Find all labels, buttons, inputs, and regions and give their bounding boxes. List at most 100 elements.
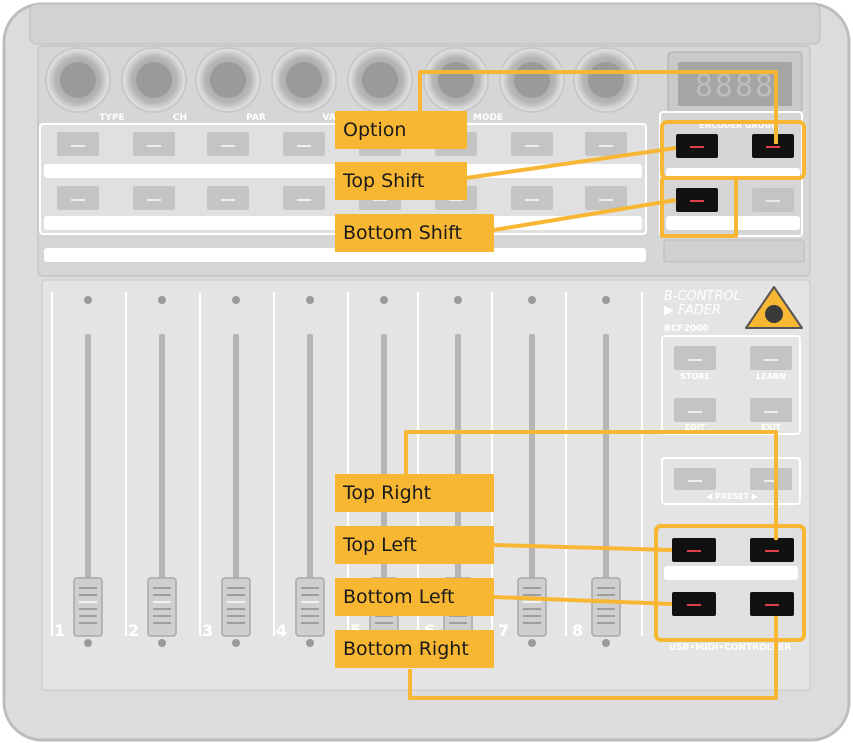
row2-button-1[interactable] <box>57 186 99 210</box>
fader-foot-4 <box>306 639 314 647</box>
led-display-digits: 8888 <box>695 69 775 104</box>
fader-cap-8[interactable] <box>591 577 621 637</box>
learn-led <box>764 359 778 361</box>
bottom-left-led <box>687 604 701 606</box>
preset-label: ◀ PRESET ▶ <box>706 492 759 501</box>
row1-led-2 <box>147 145 161 147</box>
mode-bar <box>663 239 805 263</box>
row2-button-3[interactable] <box>207 186 249 210</box>
preset-next-led <box>764 480 778 482</box>
highlight-lines <box>404 70 806 700</box>
row2-led-7 <box>525 199 539 201</box>
fader-foot-1 <box>84 639 92 647</box>
row1-button-4[interactable] <box>283 132 325 156</box>
row1-button-7[interactable] <box>511 132 553 156</box>
fader-track-8 <box>603 334 609 634</box>
fader-cap-1[interactable] <box>73 577 103 637</box>
foot-strip <box>664 566 798 580</box>
usb-label: USB•MIDI•CONTROLLER <box>669 643 791 653</box>
exit-button[interactable] <box>750 398 792 422</box>
option-led <box>690 146 704 148</box>
callout-bottom-right: Bottom Right <box>335 630 494 668</box>
row1-led-1 <box>71 145 85 147</box>
row1-button-1[interactable] <box>57 132 99 156</box>
fader-foot-7 <box>528 639 536 647</box>
row1-button-3[interactable] <box>207 132 249 156</box>
row2-led-5 <box>373 199 387 201</box>
row1-led-7 <box>525 145 539 147</box>
store-label: STORE <box>680 372 710 381</box>
row1-button-8[interactable] <box>585 132 627 156</box>
preset-prev-led <box>688 480 702 482</box>
channel-number-3: 3 <box>202 621 213 640</box>
preset-prev-button[interactable] <box>674 468 716 490</box>
channel-led-7 <box>528 296 536 304</box>
encoder-knob-cap-5 <box>362 62 398 98</box>
row1-led-4 <box>297 145 311 147</box>
option-leader <box>418 70 778 144</box>
brand-line-2: ▶ FADER <box>664 303 721 318</box>
row2-led-1 <box>71 199 85 201</box>
edit-led <box>688 411 702 413</box>
channel-number-4: 4 <box>276 621 287 640</box>
encoder-knob-cap-2 <box>136 62 172 98</box>
channel-number-8: 8 <box>572 621 583 640</box>
encoder-knob-cap-6 <box>438 62 474 98</box>
top-left-led <box>687 550 701 552</box>
fader-track-1 <box>85 334 91 634</box>
callout-bottom-left: Bottom Left <box>335 578 494 616</box>
fader-track-2 <box>159 334 165 634</box>
encoder-knob-cap-8 <box>588 62 624 98</box>
preset-next-button[interactable] <box>750 468 792 490</box>
foot-group-frame <box>654 524 806 642</box>
knob-label-mode: MODE <box>473 113 503 123</box>
scribble-strip-3 <box>44 248 646 262</box>
row2-button-2[interactable] <box>133 186 175 210</box>
row2-button-4[interactable] <box>283 186 325 210</box>
store-led <box>688 359 702 361</box>
encoder-group-label: ENCODER GROUP <box>699 121 777 130</box>
fader-cap-3[interactable] <box>221 577 251 637</box>
fader-track-3 <box>233 334 239 634</box>
row2-button-7[interactable] <box>511 186 553 210</box>
row2-button-8[interactable] <box>585 186 627 210</box>
edit-button[interactable] <box>674 398 716 422</box>
knob-label-par: PAR <box>246 113 266 123</box>
bottom-right-leader <box>408 616 778 700</box>
inactive-led <box>766 200 780 202</box>
top-right-led <box>765 550 779 552</box>
exit-led <box>764 411 778 413</box>
row1-led-3 <box>221 145 235 147</box>
edit-label: EDIT <box>685 423 706 432</box>
knob-label-val: VAL <box>322 113 341 123</box>
knob-label-type: TYPE <box>99 113 124 123</box>
encoder-knob-cap-3 <box>210 62 246 98</box>
top-right-leader <box>404 430 778 540</box>
fader-track-7 <box>529 334 535 634</box>
callout-top-shift: Top Shift <box>335 162 467 200</box>
bottom-shift-led <box>690 200 704 202</box>
fader-foot-2 <box>158 639 166 647</box>
top-left-leader <box>493 543 673 552</box>
row2-led-3 <box>221 199 235 201</box>
bottom-right-led <box>765 604 779 606</box>
bottom-left-leader <box>493 595 673 606</box>
row2-led-4 <box>297 199 311 201</box>
row2-led-8 <box>599 199 613 201</box>
store-button[interactable] <box>674 346 716 370</box>
encoder-knob-cap-7 <box>514 62 550 98</box>
row1-button-2[interactable] <box>133 132 175 156</box>
channel-number-1: 1 <box>54 621 65 640</box>
row2-led-6 <box>449 199 463 201</box>
channel-led-4 <box>306 296 314 304</box>
learn-label: LEARN <box>756 372 786 381</box>
encoder-knob-cap-1 <box>60 62 96 98</box>
shift-group-frame-ext <box>660 178 738 238</box>
fader-cap-4[interactable] <box>295 577 325 637</box>
fader-track-4 <box>307 334 313 634</box>
learn-button[interactable] <box>750 346 792 370</box>
fader-cap-2[interactable] <box>147 577 177 637</box>
callout-bottom-shift: Bottom Shift <box>335 214 494 252</box>
fader-cap-7[interactable] <box>517 577 547 637</box>
